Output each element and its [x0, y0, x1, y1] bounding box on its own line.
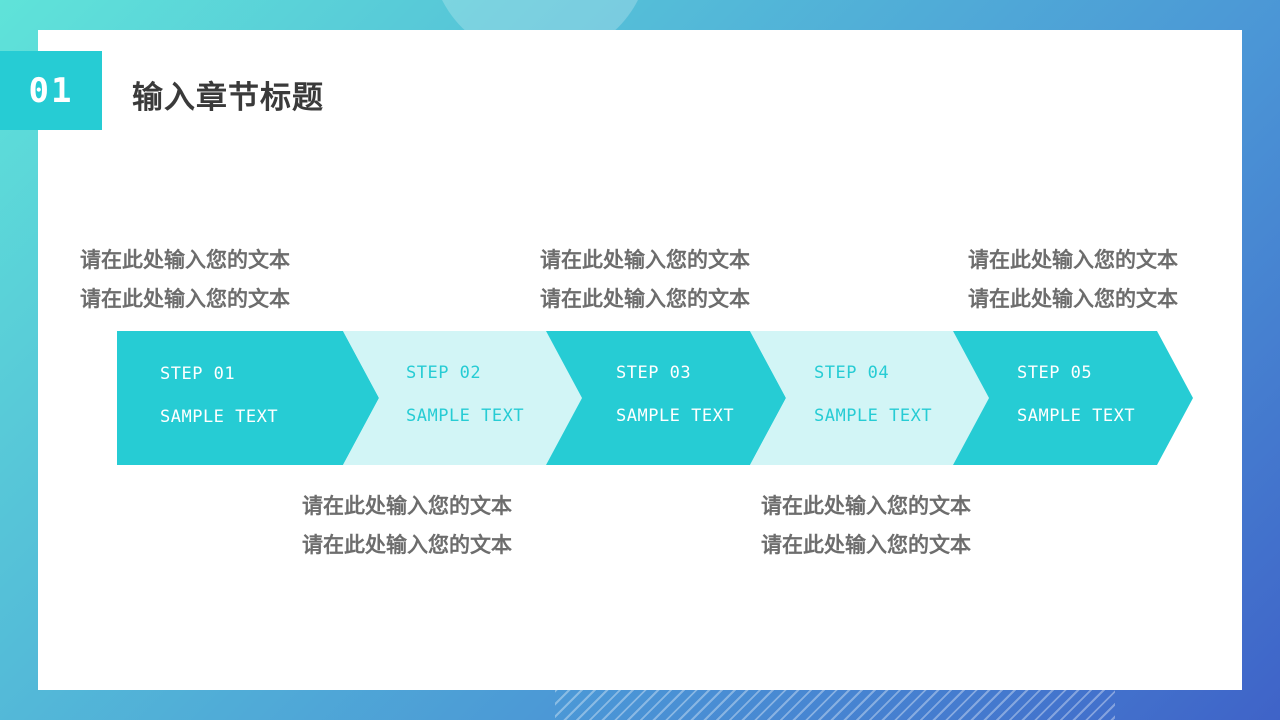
step-1-title: STEP 01 [160, 364, 236, 384]
step-2-text: SAMPLE TEXT [406, 406, 525, 426]
step-2-title: STEP 02 [406, 363, 482, 383]
step-arrow-1 [117, 331, 379, 465]
step-3-text: SAMPLE TEXT [616, 406, 735, 426]
text-line: 请在此处输入您的文本 [761, 494, 971, 518]
text-line: 请在此处输入您的文本 [761, 533, 971, 557]
text-line: 请在此处输入您的文本 [540, 287, 750, 311]
text-line: 请在此处输入您的文本 [968, 248, 1178, 272]
step-4-text: SAMPLE TEXT [814, 406, 933, 426]
text-line: 请在此处输入您的文本 [540, 248, 750, 272]
text-block-2: 请在此处输入您的文本 请在此处输入您的文本 [302, 487, 512, 565]
section-number-badge: 01 [0, 51, 102, 130]
text-block-1: 请在此处输入您的文本 请在此处输入您的文本 [80, 241, 290, 319]
text-block-3: 请在此处输入您的文本 请在此处输入您的文本 [540, 241, 750, 319]
text-line: 请在此处输入您的文本 [80, 287, 290, 311]
text-line: 请在此处输入您的文本 [968, 287, 1178, 311]
step-arrow-3 [546, 331, 786, 465]
text-line: 请在此处输入您的文本 [80, 248, 290, 272]
text-line: 请在此处输入您的文本 [302, 494, 512, 518]
section-title: 输入章节标题 [132, 80, 324, 116]
step-5-text: SAMPLE TEXT [1017, 406, 1136, 426]
background-stripes [555, 690, 1115, 720]
text-block-5: 请在此处输入您的文本 请在此处输入您的文本 [968, 241, 1178, 319]
step-arrow-4 [750, 331, 989, 465]
step-arrow-5 [953, 331, 1193, 465]
text-line: 请在此处输入您的文本 [302, 533, 512, 557]
step-5-title: STEP 05 [1017, 363, 1093, 383]
step-arrow-2 [343, 331, 582, 465]
step-1-text: SAMPLE TEXT [160, 407, 279, 427]
step-3-title: STEP 03 [616, 363, 692, 383]
text-block-4: 请在此处输入您的文本 请在此处输入您的文本 [761, 487, 971, 565]
step-4-title: STEP 04 [814, 363, 890, 383]
